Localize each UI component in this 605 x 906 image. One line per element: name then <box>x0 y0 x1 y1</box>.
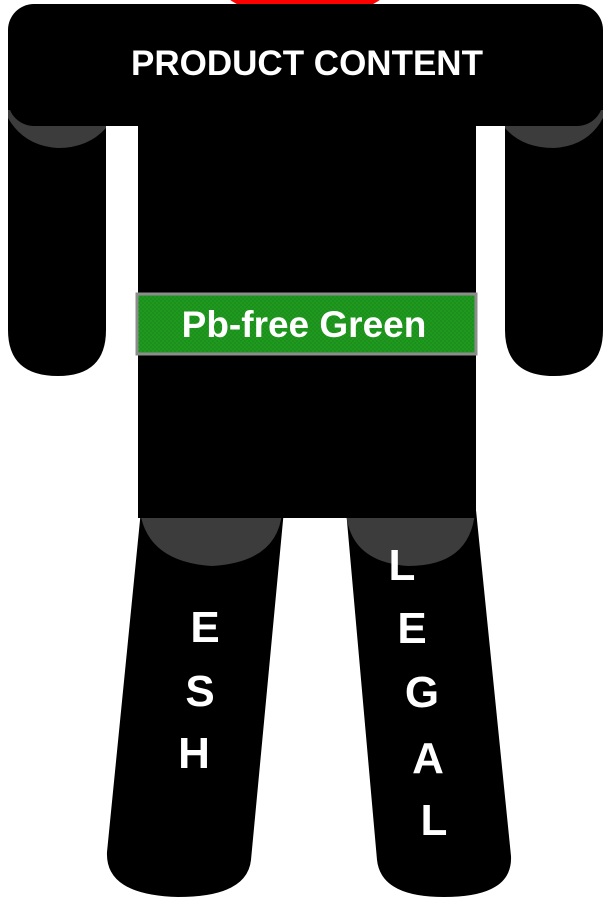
right-arm <box>505 100 603 376</box>
right-leg-letter: L <box>389 541 416 590</box>
belt-label: Pb-free Green <box>182 304 427 345</box>
left-leg-letter: H <box>178 729 210 778</box>
right-leg-letter: E <box>397 604 426 653</box>
right-leg-letter: L <box>421 796 448 845</box>
left-leg-letter: S <box>185 667 214 716</box>
right-leg-letter: A <box>412 734 444 783</box>
left-arm <box>8 100 106 376</box>
shoulders-label: PRODUCT CONTENT <box>131 44 483 83</box>
left-leg-letter: E <box>190 603 219 652</box>
right-leg-letter: G <box>405 668 439 717</box>
